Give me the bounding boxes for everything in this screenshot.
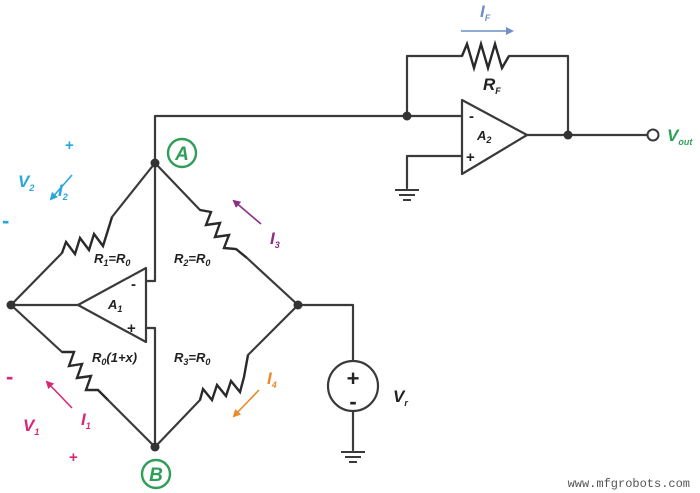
opamp-a2 xyxy=(460,98,529,176)
wire-left-to-rx xyxy=(9,303,64,354)
junction-a xyxy=(150,158,160,168)
node-a-label: A xyxy=(166,137,198,169)
arrow-i4 xyxy=(232,389,260,418)
wire-a2-plus-to-ground xyxy=(405,154,464,190)
label-vout: Vout xyxy=(667,126,693,147)
a2-minus-sign: - xyxy=(469,108,474,125)
wire-b-to-a1-plus xyxy=(144,326,157,449)
v1-plus-sign: + xyxy=(69,449,78,466)
vr-minus-sign: - xyxy=(349,389,356,414)
resistor-rx xyxy=(62,350,109,401)
label-v2: V2 xyxy=(18,172,34,193)
wire-r3-to-right xyxy=(246,303,300,357)
opamp-a1 xyxy=(76,266,148,344)
wire-feedback-right xyxy=(507,54,570,137)
label-i2: I2 xyxy=(58,181,68,202)
watermark-text: www.mfgrobots.com xyxy=(568,477,690,491)
resistor-r2 xyxy=(199,208,248,259)
resistor-r3 xyxy=(198,354,250,403)
wire-feedback-left xyxy=(405,54,464,118)
wire-r1-to-a xyxy=(110,161,157,219)
label-rx: R0(1+x) xyxy=(92,350,137,367)
a2-plus-sign: + xyxy=(466,149,475,166)
label-v1: V1 xyxy=(23,416,39,437)
arrow-i2 xyxy=(49,174,73,201)
junction-feedback-in xyxy=(402,111,412,121)
label-if: IF xyxy=(480,2,491,23)
label-r2: R2=R0 xyxy=(174,251,210,268)
label-r1: R1=R0 xyxy=(94,251,130,268)
junction-left xyxy=(6,300,16,310)
label-rf: RF xyxy=(483,75,501,96)
label-a2: A2 xyxy=(476,128,491,145)
arrow-i3 xyxy=(232,199,262,225)
resistor-rf xyxy=(460,39,511,73)
node-b-label: B xyxy=(140,458,172,490)
a1-plus-sign: + xyxy=(127,320,136,337)
v2-minus-sign: - xyxy=(2,208,9,233)
wire-a-to-a1-minus xyxy=(144,161,157,283)
wire-r2-to-right xyxy=(245,256,300,307)
wire-a-to-a2 xyxy=(153,114,464,165)
node-b-text: B xyxy=(149,465,163,486)
ground-symbol-vr xyxy=(341,451,365,463)
label-a1: A1 xyxy=(107,297,122,314)
label-i1: I1 xyxy=(81,410,91,431)
wire-rx-to-b xyxy=(106,398,157,449)
label-i3: I3 xyxy=(270,229,280,250)
v2-plus-sign: + xyxy=(65,137,74,154)
junction-right xyxy=(293,300,303,310)
wire-b-to-r3 xyxy=(153,398,202,449)
resistor-r1 xyxy=(60,216,114,257)
label-i4: I4 xyxy=(267,369,277,390)
a1-minus-sign: - xyxy=(131,276,136,293)
node-a-text: A xyxy=(174,144,189,165)
junction-b xyxy=(150,442,160,452)
wire-a-to-r2 xyxy=(153,161,202,212)
label-r3: R3=R0 xyxy=(174,350,210,367)
v1-minus-sign: - xyxy=(6,364,13,389)
ground-symbol-a2 xyxy=(395,189,419,201)
arrow-i1 xyxy=(45,380,73,409)
wire-left-to-r1 xyxy=(9,251,64,307)
vr-plus-sign: + xyxy=(347,366,360,391)
label-vr: Vr xyxy=(393,387,408,408)
junction-feedback-out xyxy=(563,130,573,140)
vout-terminal[interactable] xyxy=(646,128,660,142)
wire-right-to-vr xyxy=(296,303,355,364)
